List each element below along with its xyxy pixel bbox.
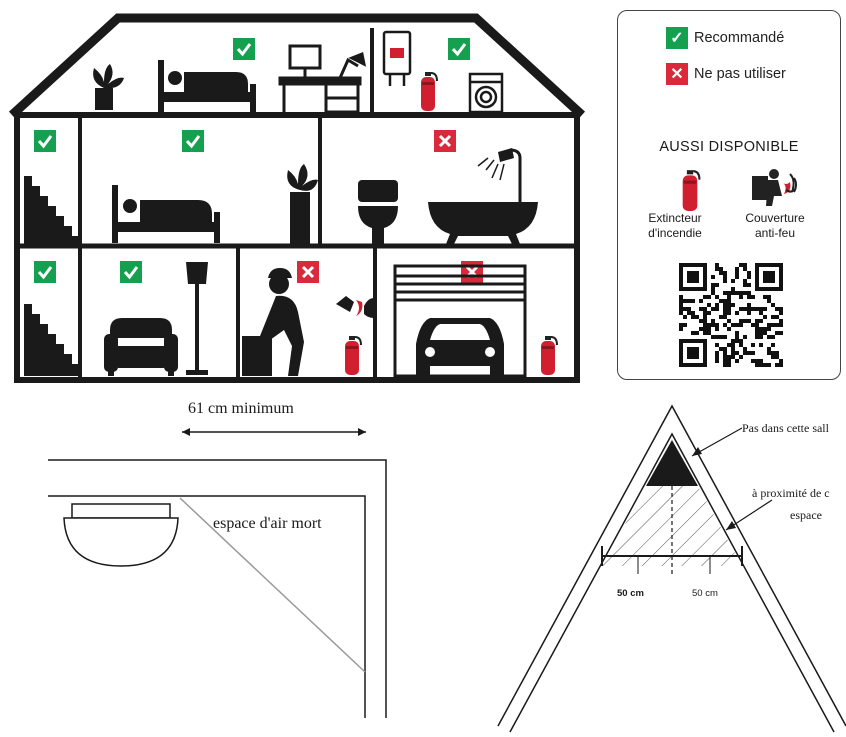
ceiling-inner-line: [48, 495, 366, 718]
house-roof: [8, 13, 586, 119]
near-space-label-2: espace: [790, 508, 822, 522]
legend-recommended-label: Recommandé: [694, 30, 785, 46]
roof-diagram: [497, 404, 846, 733]
car-icon: [416, 318, 504, 376]
legend-panel: ✓ Recommandé ✕ Ne pas utiliser AUSSI DIS…: [617, 10, 841, 380]
house-diagram: [8, 13, 586, 383]
distance-left-label: 50 cm: [617, 588, 644, 599]
plant-icon: [287, 164, 318, 244]
cross-icon: [461, 261, 483, 283]
cook-icon: [242, 268, 304, 376]
desk-icon: [278, 44, 367, 114]
dead-air-triangle: [646, 440, 698, 486]
near-space-label-1: à proximité de c: [752, 486, 830, 500]
check-icon: ✓: [666, 27, 688, 49]
not-in-room-label: Pas dans cette sall: [742, 421, 829, 435]
roof-inner-line: [509, 432, 835, 733]
check-icon: [120, 261, 142, 283]
washing-machine-icon: [468, 72, 504, 114]
fire-extinguisher-icon: [344, 335, 362, 376]
stairs-icon: [24, 304, 78, 376]
qr-code[interactable]: [679, 263, 783, 367]
floor-lamp-icon: [186, 262, 208, 375]
smoke-detector-icon: [63, 503, 179, 567]
dead-air-boundary: [179, 497, 366, 673]
cross-icon: [297, 261, 319, 283]
check-icon: [182, 130, 204, 152]
fire-blanket-icon: [336, 296, 374, 318]
blanket-caption: Couverture anti-feu: [745, 211, 805, 240]
plant-icon: [93, 64, 124, 110]
distance-right-label: 50 cm: [692, 588, 718, 599]
fire-extinguisher-icon: [540, 335, 558, 376]
fire-blanket-icon: [752, 169, 797, 206]
toilet-icon: [358, 180, 398, 244]
bed-icon: [158, 60, 256, 112]
ceiling-diagram: [48, 428, 387, 718]
garage-door-icon: [393, 264, 527, 378]
check-icon: [448, 38, 470, 60]
legend-not-use-label: Ne pas utiliser: [694, 66, 786, 82]
roof-outer-line: [497, 404, 846, 727]
extinguisher-caption: Extincteur d'incendie: [648, 211, 702, 240]
legend-not-use: ✕ Ne pas utiliser: [666, 63, 786, 85]
fire-extinguisher-icon: [420, 71, 438, 112]
check-icon: [233, 38, 255, 60]
bathtub-icon: [428, 148, 538, 244]
check-icon: [34, 261, 56, 283]
armchair-icon: [104, 318, 178, 376]
legend-recommended: ✓ Recommandé: [666, 27, 784, 49]
dead-air-label: espace d'air mort: [213, 515, 322, 532]
check-icon: [34, 130, 56, 152]
recommended-zone: [602, 486, 742, 566]
ceiling-outer-line: [48, 459, 387, 718]
cross-icon: [434, 130, 456, 152]
bed-icon: [112, 185, 220, 243]
fire-extinguisher-icon: [682, 170, 701, 211]
cross-icon: ✕: [666, 63, 688, 85]
boiler-icon: [382, 30, 412, 86]
also-available-title: AUSSI DISPONIBLE: [659, 139, 799, 155]
min-distance-label: 61 cm minimum: [188, 400, 294, 417]
stairs-icon: [24, 176, 78, 244]
